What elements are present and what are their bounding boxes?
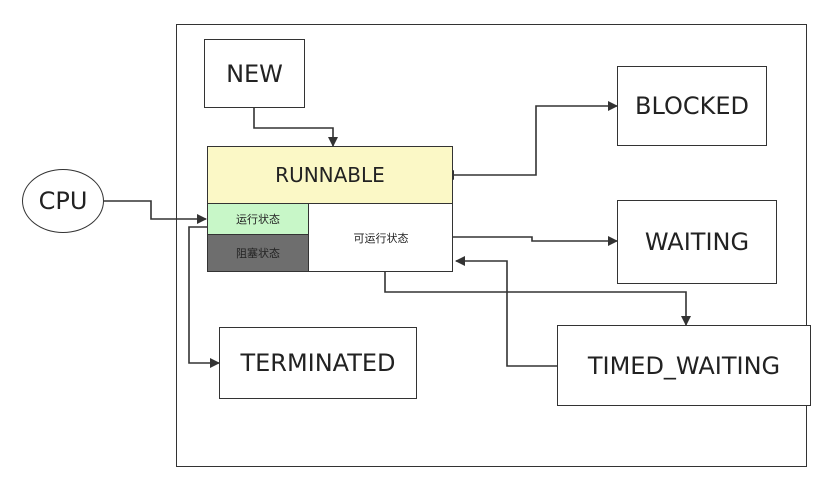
state-blocked: BLOCKED <box>617 66 767 146</box>
state-runnable: RUNNABLE <box>207 146 453 204</box>
edge-new-runnable <box>253 108 338 147</box>
state-new: NEW <box>204 39 305 108</box>
thread-lifecycle-container <box>176 24 807 467</box>
edge-timed-waiting-ready <box>455 256 557 367</box>
edge-ready-waiting <box>438 232 618 246</box>
edge-ready-timed-waiting <box>384 258 691 326</box>
cpu-node: CPU <box>22 169 104 233</box>
edge-cpu-running <box>104 200 207 224</box>
edge-runnable-blocked <box>444 101 618 180</box>
substate-ready: 可运行状态 <box>353 232 409 245</box>
substate-blocked: 阻塞状态 <box>207 234 309 272</box>
state-terminated: TERMINATED <box>219 327 417 399</box>
state-timed-waiting: TIMED_WAITING <box>557 325 811 406</box>
substate-running: 运行状态 <box>207 203 309 235</box>
state-waiting: WAITING <box>617 200 777 284</box>
